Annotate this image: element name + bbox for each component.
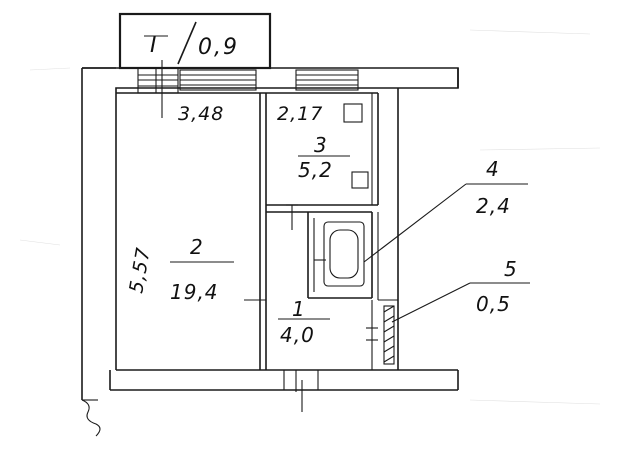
- room-3-label: 3 5,2: [298, 133, 350, 182]
- balcony-area: 0,9: [198, 35, 239, 60]
- balcony-number: I: [150, 33, 159, 58]
- room-1-area: 4,0: [280, 323, 315, 347]
- room-2-number: 2: [190, 235, 204, 259]
- room-5-area: 0,5: [476, 292, 511, 316]
- room-3-number: 3: [314, 133, 328, 157]
- room-2-label: 2 19,4: [170, 235, 234, 304]
- room-3-area: 5,2: [298, 158, 333, 182]
- balcony-door: [155, 60, 163, 118]
- balcony-label: I 0,9: [144, 21, 239, 65]
- room-5-label: 5 0,5: [391, 257, 530, 323]
- windows: [137, 67, 359, 94]
- room2-width-label: 3,48: [178, 103, 224, 125]
- fixtures: [323, 103, 369, 287]
- room-5-number: 5: [504, 257, 518, 281]
- door-marks: [244, 204, 378, 412]
- room2-length-label: 5,57: [125, 245, 155, 294]
- room3-width-label: 2,17: [277, 103, 323, 125]
- room-4-label: 4 2,4: [363, 157, 528, 263]
- room-2-area: 19,4: [170, 280, 219, 304]
- room-1-number: 1: [292, 297, 306, 321]
- paper-texture: [19, 29, 601, 405]
- room-1-label: 1 4,0: [278, 297, 330, 347]
- interior-walls: [259, 87, 399, 370]
- room-4-number: 4: [486, 157, 500, 181]
- balcony: [118, 12, 272, 70]
- room-4-area: 2,4: [476, 194, 511, 218]
